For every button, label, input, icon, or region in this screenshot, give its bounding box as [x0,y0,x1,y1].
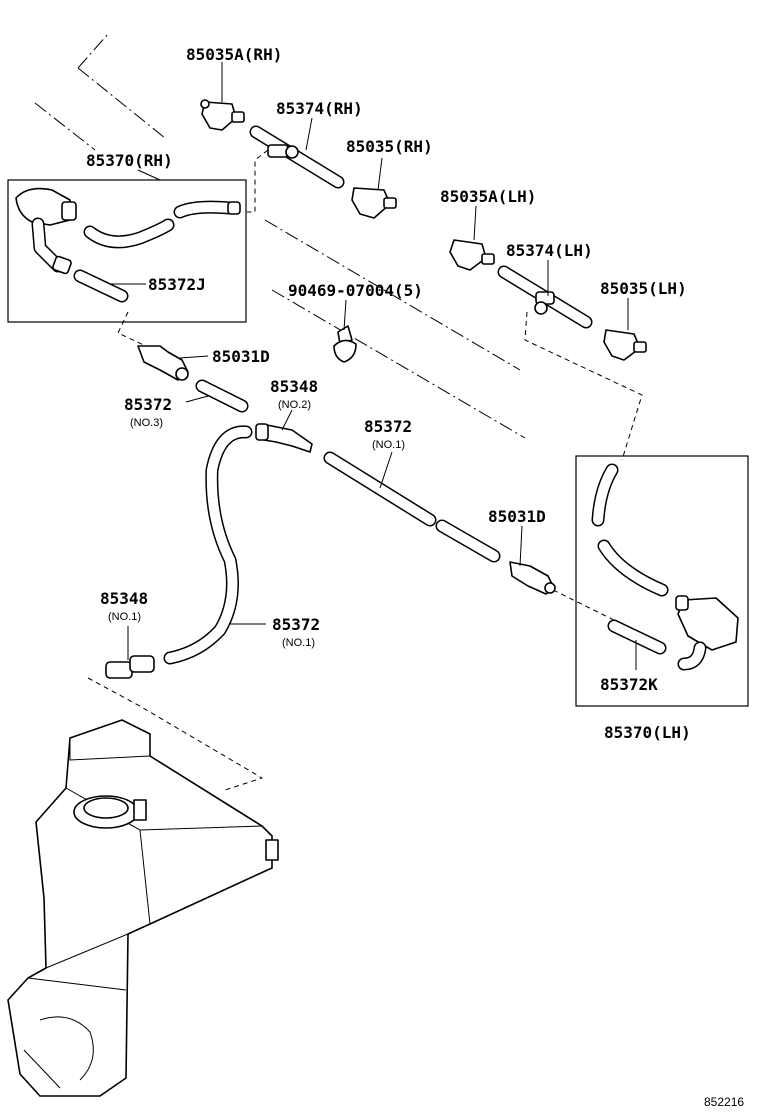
sublabel-85372-no1-upper: (NO.1) [372,439,405,451]
sublabel-85372-no3: (NO.3) [130,417,163,429]
label-90469-07004: 90469-07004(5) [288,281,423,300]
label-85372-no1-lower: 85372 [272,615,320,634]
label-85370-lh: 85370(LH) [604,723,691,742]
lh-nozzle-assembly [591,463,739,671]
connector-85348-no2 [255,423,313,453]
hose-85374-rh [249,125,345,189]
nozzle-85035a-rh [200,99,245,131]
nozzle-85035-rh [351,187,397,219]
phantom-lines [34,33,526,439]
label-85035-rh: 85035(RH) [346,137,433,156]
nozzle-85035-lh [603,329,647,361]
label-85372k: 85372K [600,675,658,694]
label-85370-rh: 85370(RH) [86,151,173,170]
label-85372j: 85372J [148,275,206,294]
lh-group-box [575,455,749,707]
washer-tank [7,719,279,1097]
label-85035-lh: 85035(LH) [600,279,687,298]
sublabel-85348-no1: (NO.1) [108,611,141,623]
connector-85348-no1 [105,655,155,679]
clip-90469 [333,325,357,363]
check-valve-85031d-lower [509,561,556,595]
label-85372-no3: 85372 [124,395,172,414]
label-85035a-lh: 85035A(LH) [440,187,536,206]
label-85348-no2: 85348 [270,377,318,396]
check-valve-85031d-upper [137,345,189,381]
reference-number: 852216 [704,1095,744,1109]
label-85031d-lower: 85031D [488,507,546,526]
rh-nozzle-assembly [15,187,241,303]
label-85372-no1-upper: 85372 [364,417,412,436]
hose-85374-lh [497,265,593,329]
hose-85372-no1-lower [163,425,253,665]
nozzle-85035a-lh [449,239,495,271]
part-labels: 85035A(RH) 85374(RH) 85035(RH) 85370(RH)… [86,45,744,1109]
label-85374-lh: 85374(LH) [506,241,593,260]
hose-85372-no3 [195,379,249,413]
hose-85372-no1-upper [323,451,501,563]
sublabel-85348-no2: (NO.2) [278,399,311,411]
connection-lines [87,149,643,791]
sublabel-85372-no1-lower: (NO.1) [282,637,315,649]
leader-lines [110,62,637,670]
label-85348-no1: 85348 [100,589,148,608]
rh-group-box [7,179,247,323]
label-85035a-rh: 85035A(RH) [186,45,282,64]
label-85031d-upper: 85031D [212,347,270,366]
label-85374-rh: 85374(RH) [276,99,363,118]
